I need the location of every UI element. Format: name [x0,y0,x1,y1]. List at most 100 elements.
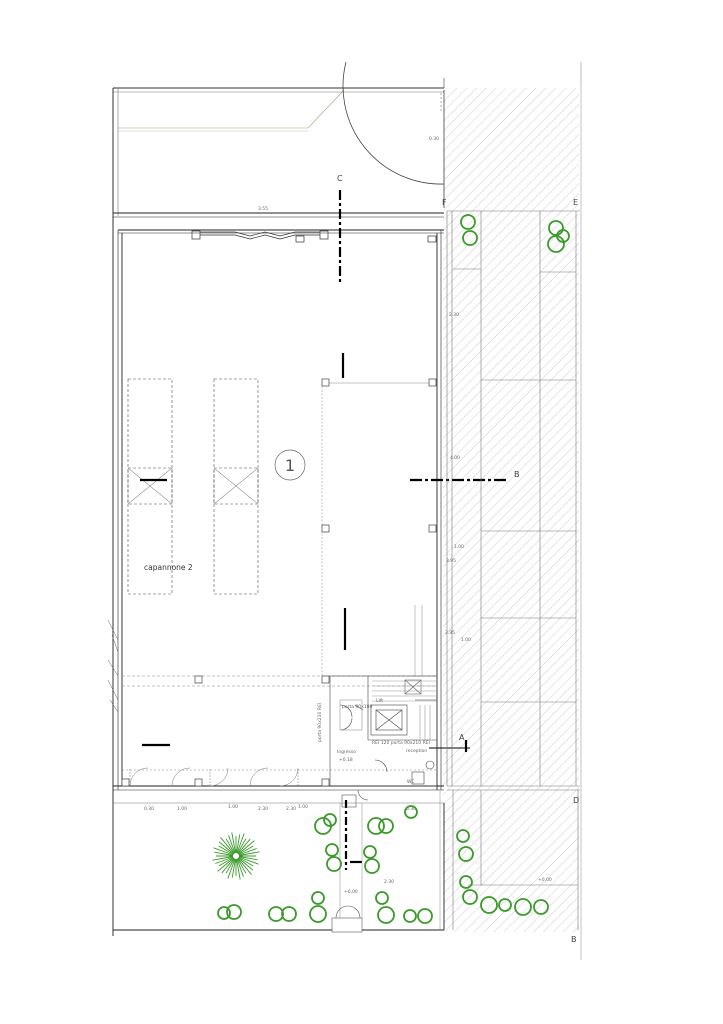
dim-label: 2.30 [449,312,459,318]
tree-icon [462,889,478,905]
plant-leaf [236,858,244,877]
tree-icon [367,817,385,835]
tree-icon [547,235,565,253]
plant-leaf [237,858,252,875]
tree-icon [364,858,380,874]
service-texts: Ingresso +0,18 reception WC porta 90x180… [317,698,430,785]
tree-icon [556,229,570,243]
grid-letter-d: D [573,796,579,805]
dim-label: 1.00 [454,544,464,550]
tree-icon [226,904,242,920]
entrance-label: Ingresso [337,749,356,755]
tree-icon [309,905,327,923]
plant-leaf [236,833,245,854]
tree-icon [378,818,394,834]
grid-letter-c: C [337,174,343,183]
dimension-labels: 0.30 3.55 2.30 4.00 1.00 3.95 3.95 1.00 … [144,136,552,885]
dim-label: 1.00 [298,804,308,810]
tree-icon [456,829,470,843]
plant-leaf [237,858,247,874]
section-marks [140,190,508,870]
dim-label: 3.55 [258,206,268,212]
plant-leaf [220,837,235,854]
tree-icon [514,898,532,916]
plant-leaf [238,840,255,855]
plant-leaf [238,848,257,856]
exit-level: +0,00 [344,889,358,895]
tree-icon [458,846,474,862]
plant-leaf [212,856,234,861]
storage-racks [127,378,259,595]
service-block [329,675,438,787]
bottom-doors [129,767,299,787]
dim-label: 3.95 [445,630,455,636]
top-area [112,61,582,960]
grid-letters: C E F B D A B [337,174,579,944]
tree-icon [363,845,377,859]
plant-leaf [236,858,241,880]
tree-icon [462,230,478,246]
plant-leaf [217,857,234,872]
tree-icon [403,909,417,923]
dim-label: 2.30 [384,879,394,885]
plant-leaf [237,838,247,854]
hatched-yard [443,88,579,932]
plant-leaf [213,847,234,856]
grid-letter-b-bottom: B [571,935,577,944]
tree-icon [548,220,564,236]
dim-label: 0.30 [406,806,416,812]
note-door-2: REI 120 porta 90x210 REI [372,740,430,746]
dim-label: 4.00 [450,455,460,461]
left-gates [107,619,119,713]
plant-leaf [231,858,236,878]
plant-leaf [227,858,236,879]
tree-icon [217,906,231,920]
tree-icon [375,891,389,905]
exit-door [331,789,369,933]
plant-leaf [218,845,234,855]
ornamental-plant-icon [212,832,260,880]
plant-leaf [238,851,260,856]
tree-icon [325,843,339,857]
tree-icon [323,813,337,827]
plant-leaf [225,858,235,874]
tree-icon [281,906,297,922]
room-name: capannone 2 [144,563,193,572]
note-lift: Lift [376,698,383,704]
dim-label: 1.00 [177,806,187,812]
room-number-marker: 1 [274,449,306,481]
grid-letter-f: F [442,198,447,207]
plant-leaf [218,857,234,867]
note-door-1: porta 90x180 [342,704,373,710]
trees [217,214,570,924]
columns [121,378,437,787]
dim-label: 2.30 [286,806,296,812]
dim-label: 1.00 [228,804,238,810]
plant-leaf [215,856,234,864]
dim-label: 1.00 [461,637,471,643]
tree-icon [311,891,325,905]
plant-leaf [237,838,251,854]
plant-leaf [214,851,234,856]
tree-icon [326,856,342,872]
plant-leaf [221,858,235,874]
plant-leaf [231,832,236,854]
entrance-level: +0,18 [339,757,353,763]
wc-label: WC [407,779,415,785]
yard-lines [440,93,580,930]
tree-icon [459,875,473,889]
tree-icon [480,896,498,914]
plant-leaf [236,834,241,854]
top-window [191,230,437,243]
plant-leaf [238,845,254,855]
plant-leaf [238,857,254,867]
tree-icon [460,214,476,230]
rack-crosses [127,467,259,505]
grid-letter-b-mid: B [514,470,520,479]
plant-leaf [228,835,236,854]
tree-icon [498,898,512,912]
grid-letter-e: E [573,198,578,207]
plant-leaf [238,857,254,871]
room-number: 1 [285,456,295,475]
